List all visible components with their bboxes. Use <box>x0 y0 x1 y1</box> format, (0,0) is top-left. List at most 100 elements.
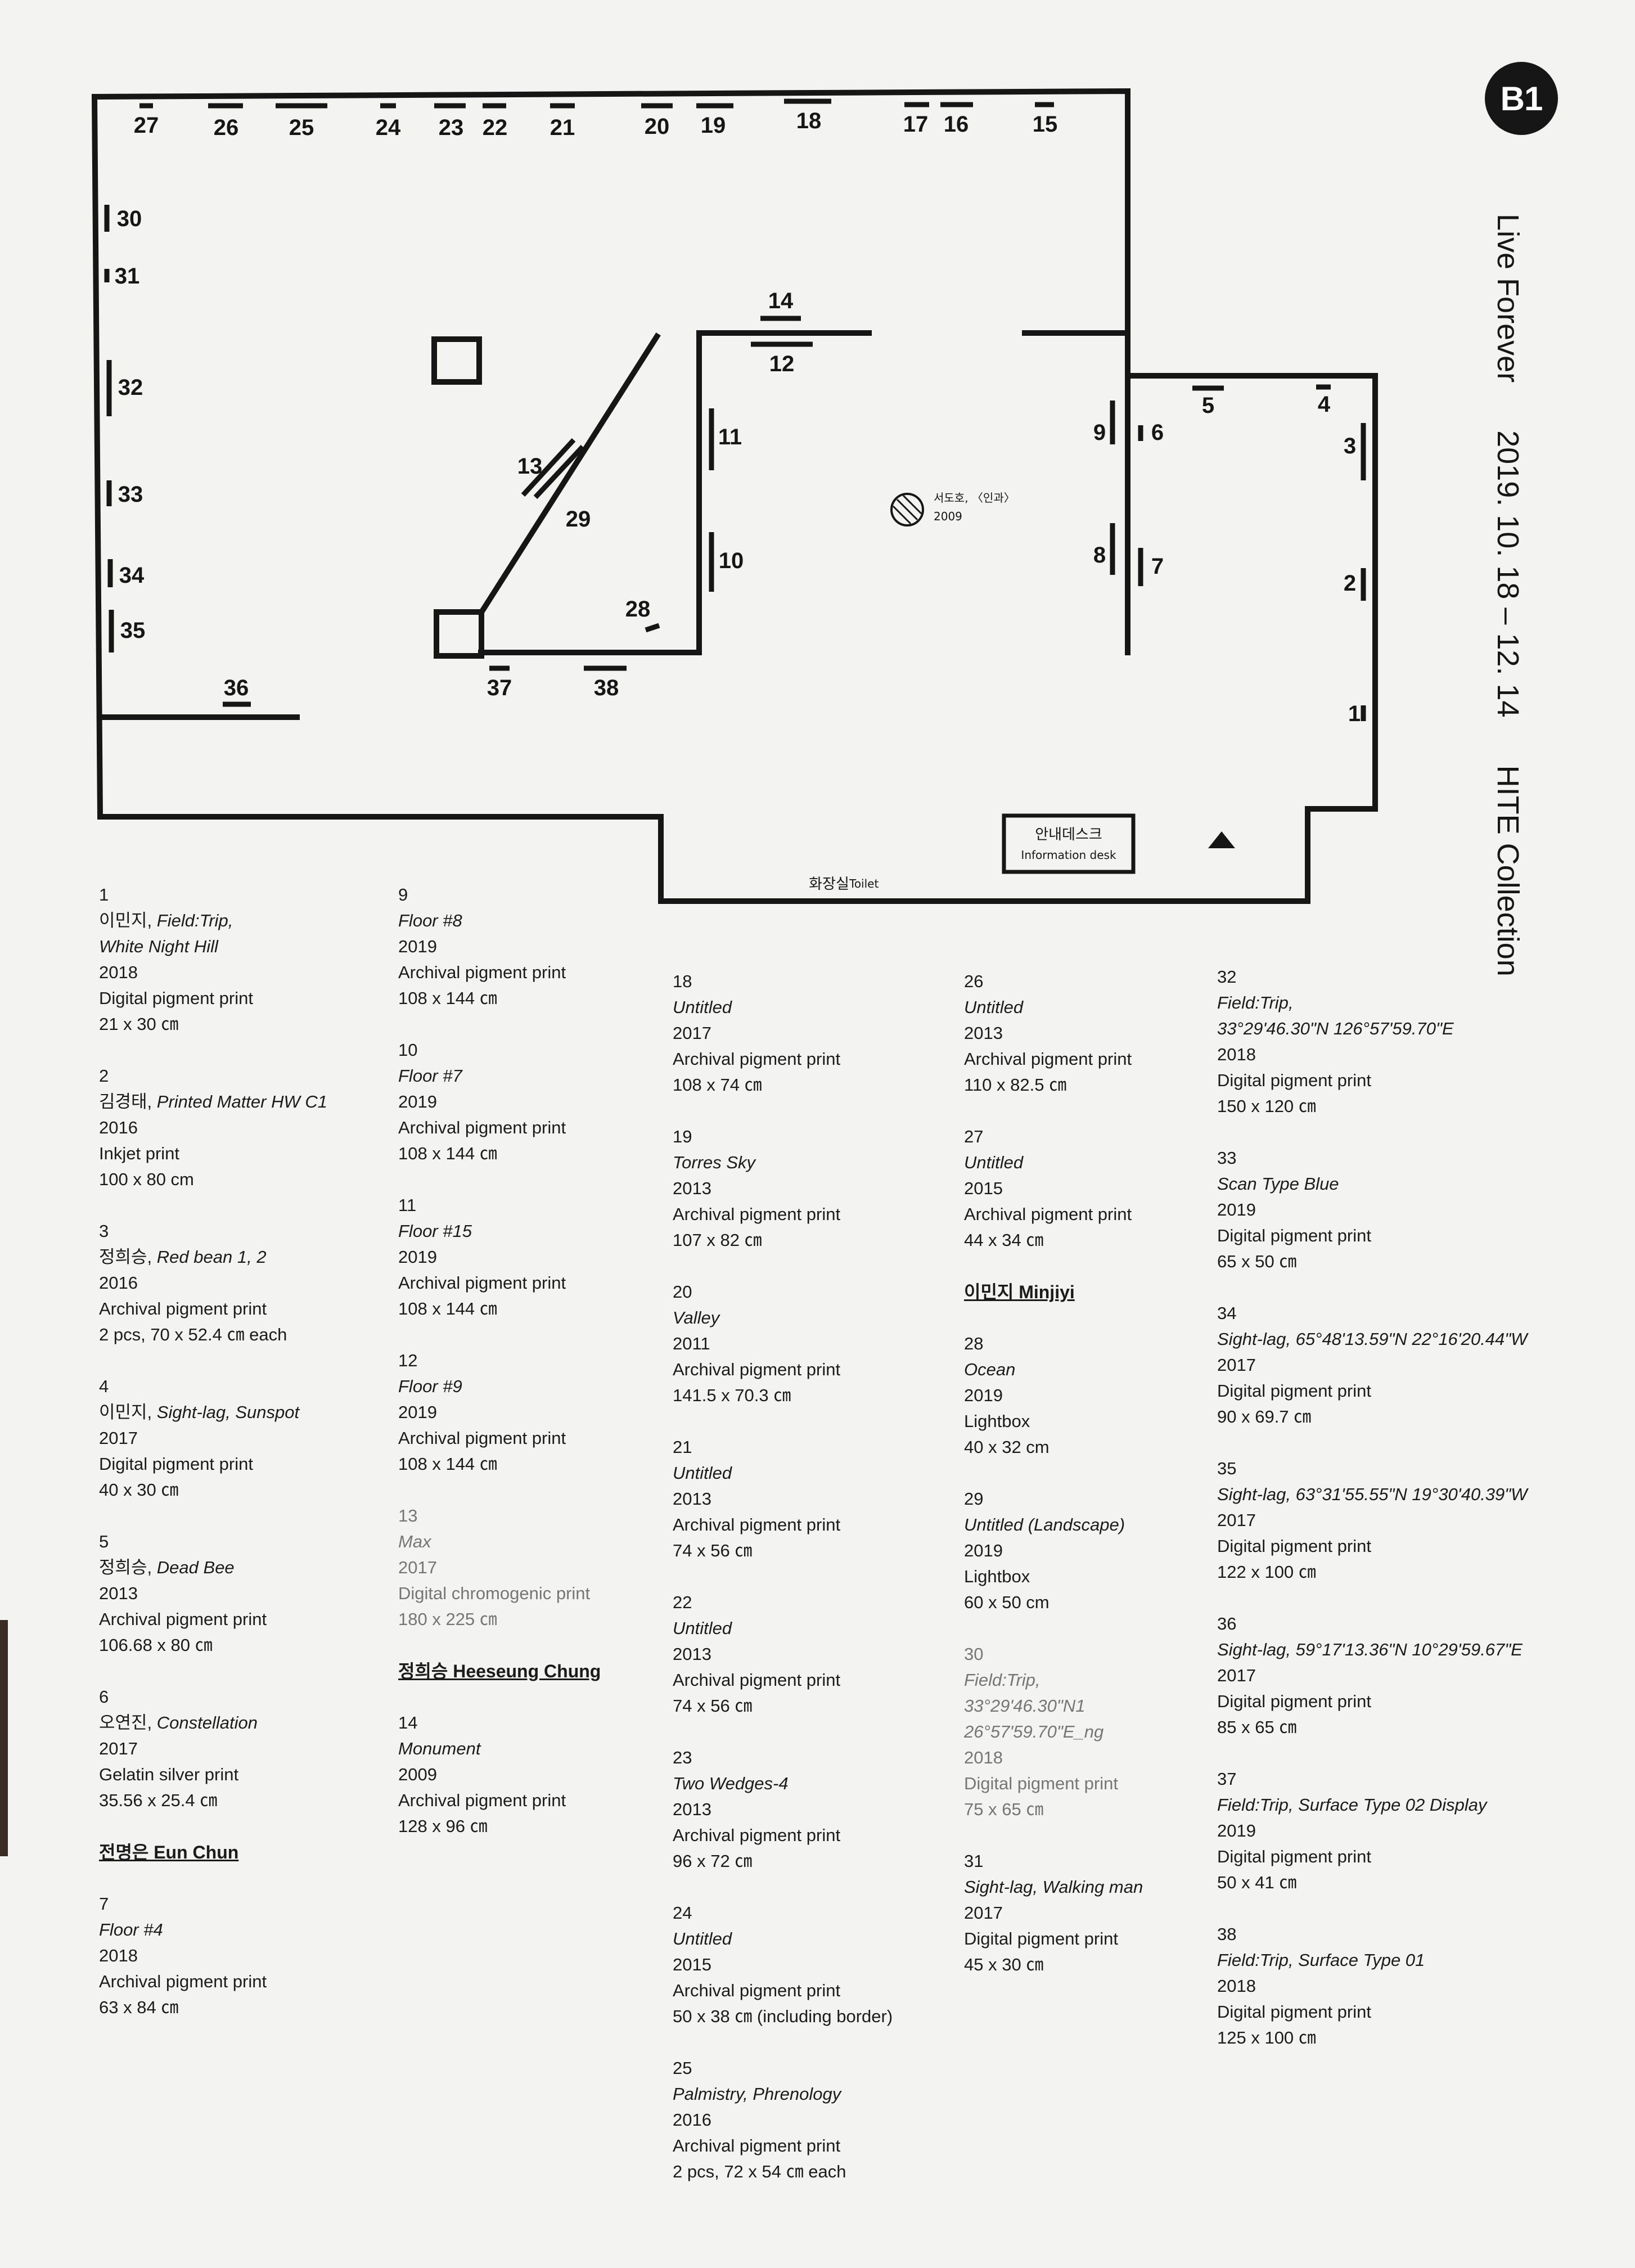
entry-medium: Digital pigment print <box>1217 1226 1371 1245</box>
entry-year: 2017 <box>398 1558 437 1577</box>
entry-size: 21 x 30 ㎝ <box>99 1014 179 1034</box>
entry-medium: Archival pigment print <box>673 1515 841 1534</box>
entry-title-line2: White Night Hill <box>99 937 218 956</box>
entry-year: 2013 <box>673 1178 711 1198</box>
entry-title: Field:Trip, <box>964 1670 1041 1690</box>
entry-year: 2018 <box>99 1946 138 1965</box>
artwork-number-35: 35 <box>120 618 146 643</box>
entry-title: Field:Trip, Surface Type 02 Display <box>1217 1795 1487 1815</box>
entry-year: 2018 <box>1217 1976 1256 1996</box>
entry-size: 125 x 100 ㎝ <box>1217 2028 1316 2048</box>
entry-artist: 이민지, <box>99 911 157 930</box>
entry-title: Untitled <box>964 1153 1024 1172</box>
toilet-label-en: Toilet <box>849 877 879 890</box>
entry-title: Dead Bee <box>156 1558 235 1577</box>
entry-size: 128 x 96 ㎝ <box>398 1816 488 1836</box>
entry-number: 20 <box>673 1282 692 1302</box>
artwork-number-8: 8 <box>1093 543 1106 568</box>
entry-artist-title: 정희승, Red bean 1, 2 <box>99 1244 327 1270</box>
entry-size: 65 x 50 ㎝ <box>1217 1252 1297 1271</box>
entry-medium: Archival pigment print <box>398 1790 566 1810</box>
entry-number: 33 <box>1217 1148 1237 1168</box>
entry-number: 9 <box>398 885 408 904</box>
entry-medium: Archival pigment print <box>673 1670 841 1690</box>
artwork-number-17: 17 <box>903 112 929 137</box>
artwork-number-14: 14 <box>768 289 794 313</box>
entry-title: Palmistry, Phrenology <box>673 2084 841 2104</box>
entry-medium: Archival pigment print <box>673 1981 841 2000</box>
entry-number: 12 <box>398 1351 418 1370</box>
exhibition-dates: 2019. 10. 18 – 12. 14 <box>1491 430 1525 718</box>
entry-year: 2013 <box>964 1023 1003 1043</box>
entry-size: 63 x 84 ㎝ <box>99 1997 179 2017</box>
artwork-number-28: 28 <box>625 597 651 622</box>
entry-medium: Archival pigment print <box>398 1118 566 1137</box>
entry-year: 2016 <box>99 1118 138 1137</box>
entry-number: 24 <box>673 1903 692 1923</box>
entry-title: Floor #8 <box>398 911 462 930</box>
entry-number: 27 <box>964 1127 984 1146</box>
entry-year: 2015 <box>673 1955 711 1974</box>
entry-number: 1 <box>99 885 109 904</box>
entry-medium: Archival pigment print <box>398 1273 566 1293</box>
entry-year: 2019 <box>964 1385 1003 1405</box>
entry-year: 2018 <box>99 962 138 982</box>
diagonal-wall <box>477 332 661 617</box>
entry-title: Floor #4 <box>99 1920 163 1940</box>
entry-medium: Digital pigment print <box>99 988 253 1008</box>
artwork-number-2: 2 <box>1344 571 1356 596</box>
entry-size: 108 x 144 ㎝ <box>398 1144 497 1163</box>
entry-artist-title: 김경태, Printed Matter HW C1 <box>99 1089 327 1115</box>
entry-medium: Archival pigment print <box>673 1825 841 1845</box>
entry-size: 2 pcs, 72 x 54 ㎝ each <box>673 2162 846 2181</box>
sculpture-hatch <box>902 494 922 515</box>
entry-size: 108 x 74 ㎝ <box>673 1075 762 1095</box>
entry-title: Max <box>398 1532 431 1551</box>
entry-title: Scan Type Blue <box>1217 1174 1339 1194</box>
entry-year: 2017 <box>964 1903 1003 1923</box>
entry-size: 122 x 100 ㎝ <box>1217 1562 1316 1582</box>
info-desk-box <box>1002 813 1136 874</box>
entry-medium: Digital pigment print <box>99 1454 253 1474</box>
entry-medium: Digital pigment print <box>1217 1070 1371 1090</box>
entry-title: Untitled <box>673 1929 732 1948</box>
artwork-number-36: 36 <box>224 676 249 700</box>
toilet-label-ko: 화장실 <box>809 876 849 893</box>
artwork-number-34: 34 <box>119 563 145 588</box>
entry-size: 74 x 56 ㎝ <box>673 1541 753 1560</box>
entry-title: Sight-lag, 65°48'13.59"N 22°16'20.44"W <box>1217 1329 1528 1349</box>
entrance-marker-icon <box>1208 831 1235 848</box>
entry-number: 3 <box>99 1221 109 1241</box>
artwork-number-38: 38 <box>594 676 619 700</box>
artwork-marker-28 <box>645 623 660 633</box>
entry-year: 2019 <box>398 1092 437 1112</box>
entry-title: Field:Trip, <box>156 911 233 930</box>
entry-medium: Inkjet print <box>99 1144 180 1163</box>
sculpture-hatch <box>892 505 912 525</box>
floor-plan: 서도호, 〈인과〉 2009 화장실 Toilet 안내데스크 Informat… <box>91 88 1378 904</box>
artwork-number-1: 1 <box>1348 701 1361 726</box>
entry-title: Untitled <box>673 1618 732 1638</box>
entry-title: Printed Matter HW C1 <box>156 1092 327 1112</box>
entry-size: 108 x 144 ㎝ <box>398 1299 497 1318</box>
entry-artist: 오연진, <box>99 1713 157 1732</box>
entry-number: 18 <box>673 971 692 991</box>
entry-title: Red bean 1, 2 <box>156 1247 267 1267</box>
entry-number: 13 <box>398 1506 418 1526</box>
entry-medium: Archival pigment print <box>673 1360 841 1379</box>
entry-artist: 이민지, <box>99 1402 157 1422</box>
